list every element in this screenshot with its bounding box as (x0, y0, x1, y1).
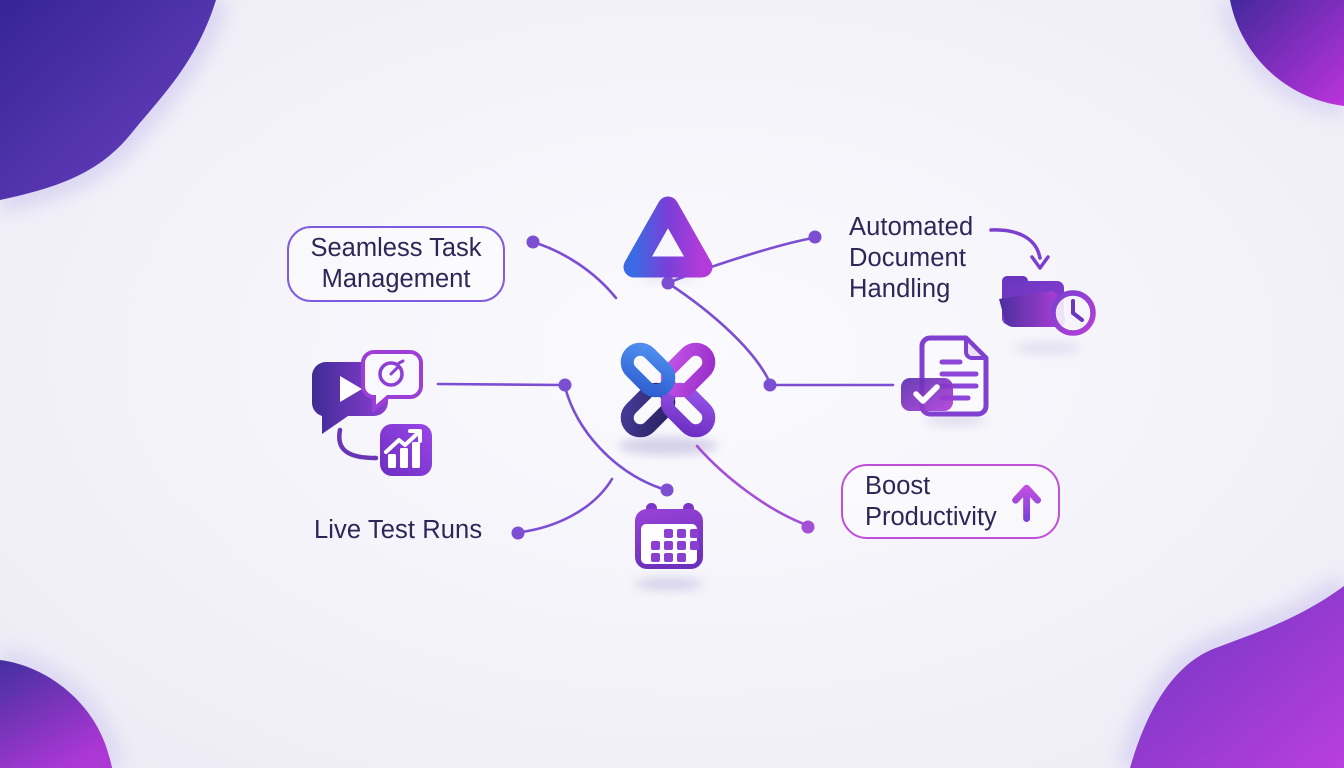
curved-down-arrow-icon (989, 228, 1050, 270)
calendar-date-grid (651, 529, 699, 562)
connector-triangle-to-document (666, 281, 772, 385)
document-text-lines (939, 359, 979, 401)
bubble-to-chart-link (337, 427, 379, 461)
dot-document (763, 378, 777, 392)
connector-dots (511, 230, 822, 540)
chart-bar-1 (388, 454, 396, 468)
timer-hand (389, 359, 405, 376)
connectors (436, 230, 895, 540)
dot-calendar (660, 483, 674, 497)
label-line: Seamless Task (310, 234, 482, 262)
label-line: Document (849, 244, 967, 272)
label-line: Productivity (865, 502, 997, 531)
blob-top-left (0, 0, 216, 200)
dot-junction (558, 378, 572, 392)
dot-triangle (661, 276, 675, 290)
blob-top-right (1230, 0, 1344, 106)
label-line: Automated (849, 213, 974, 241)
seamless-task-label: Seamless Task Management (310, 233, 481, 295)
seamless-task-card: Seamless Task Management (287, 226, 505, 302)
connector-triangle-to-automated (666, 236, 815, 285)
trend-arrow-head (408, 429, 422, 443)
timer-bubble-shape (361, 350, 423, 414)
label-line: Management (321, 265, 471, 293)
document-fold (964, 336, 988, 360)
timer-chat-bubble-icon (361, 350, 423, 414)
blob-bottom-right (1130, 586, 1344, 768)
dot-automated (808, 230, 822, 244)
boost-productivity-card: Boost Productivity (841, 464, 1060, 539)
dot-livetest (511, 526, 525, 540)
label-line: Handling (849, 275, 951, 303)
timer-dial (378, 361, 404, 387)
chart-bar-3 (412, 442, 420, 468)
live-test-runs-label: Live Test Runs (314, 516, 483, 544)
connector-knot-to-boost (695, 444, 806, 526)
knot-logo-shadow (618, 437, 718, 455)
label-line: Boost (865, 471, 931, 500)
folder-shadow (1014, 342, 1082, 354)
growth-chart-icon (337, 424, 432, 476)
document-video-icon (901, 335, 989, 417)
calendar-shadow (635, 578, 703, 590)
knot-link-blue (620, 342, 676, 398)
connector-chat-to-junction (436, 382, 564, 387)
arrow-curve (989, 228, 1042, 260)
connector-junction-to-calendar (563, 385, 662, 490)
calendar-icon (635, 503, 703, 569)
trend-arrow-line (384, 431, 420, 454)
boost-productivity-label: Boost Productivity (865, 471, 997, 533)
knot-logo-icon (620, 342, 716, 438)
folder-clock-icon (999, 276, 1096, 336)
play-icon (340, 376, 362, 402)
automated-document-label: Automated Document Handling (849, 212, 1029, 305)
folder-front (999, 290, 1066, 328)
triangle-shape (623, 196, 713, 278)
up-arrow-icon (1011, 484, 1041, 522)
clock-hands (1071, 299, 1084, 322)
dot-boost (801, 520, 815, 534)
connector-junction-to-livetest (519, 477, 614, 534)
connector-seamless-to-triangle (531, 240, 618, 300)
document-shadow (925, 414, 985, 426)
dot-seamless (526, 235, 540, 249)
check-icon (913, 384, 940, 404)
blob-bottom-left (0, 660, 112, 768)
chart-bar-2 (400, 448, 408, 468)
triangle-logo-icon (623, 196, 713, 278)
up-arrow-shape (1011, 484, 1041, 522)
arrow-head (1030, 255, 1050, 270)
